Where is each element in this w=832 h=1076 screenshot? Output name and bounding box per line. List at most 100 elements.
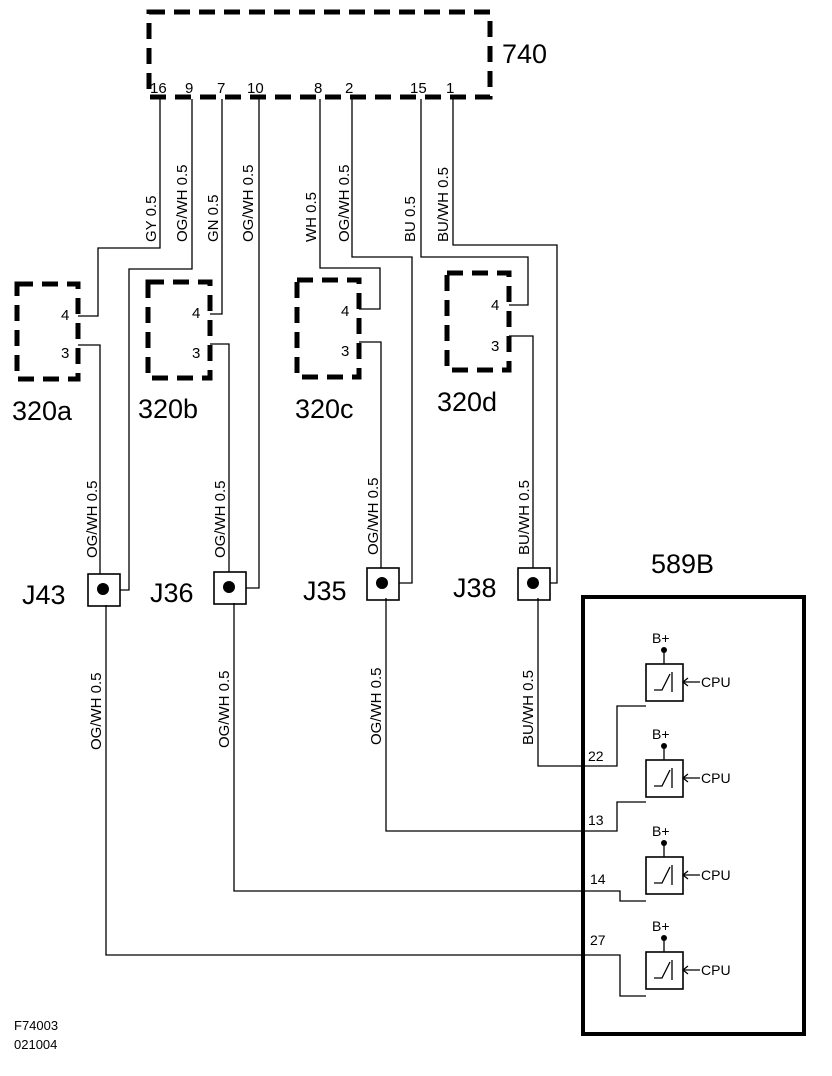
wire-label: GN 0.5 [205, 194, 222, 242]
wire-labels-low: OG/WH 0.5 OG/WH 0.5 OG/WH 0.5 BU/WH 0.5 [88, 667, 537, 750]
sensor-pin: 3 [192, 345, 200, 362]
module-pin: 8 [314, 80, 322, 97]
supply-label: B+ [652, 630, 670, 646]
sensor-box [14, 281, 81, 382]
wire [452, 99, 558, 584]
cpu-label: CPU [701, 674, 731, 690]
figure-date-code: 021004 [14, 1037, 57, 1052]
cpu-label: CPU [701, 962, 731, 978]
wire-labels-top: GY 0.5 OG/WH 0.5 GN 0.5 OG/WH 0.5 WH 0.5… [143, 164, 452, 242]
wire [509, 335, 534, 582]
sensor-pin: 3 [341, 343, 349, 360]
wire-label: OG/WH 0.5 [174, 164, 191, 242]
wire-label: OG/WH 0.5 [368, 667, 385, 745]
control-module-label: 740 [502, 39, 547, 69]
sensor-pin: 3 [61, 345, 69, 362]
wire [210, 343, 230, 586]
junction-label: J36 [150, 578, 194, 608]
ecu-box [581, 595, 806, 1036]
transistor-switch: B+ CPU [645, 918, 731, 990]
sensor-box [145, 279, 213, 381]
junction-label: J43 [22, 580, 66, 610]
sensor-pin: 4 [491, 297, 499, 314]
wire-label: WH 0.5 [303, 192, 320, 242]
wire [420, 99, 529, 306]
ecu-pin: 27 [590, 932, 606, 948]
wire [78, 99, 161, 317]
wire [110, 99, 193, 591]
sensor-label: 320b [138, 394, 198, 424]
junction-J35: J35 [303, 567, 400, 606]
ecu-pin: 22 [588, 748, 604, 764]
ecu-pin: 13 [588, 812, 604, 828]
ecu-589B: 589B 22 13 14 27 B+ CPU B+ CPU [581, 549, 806, 1036]
wire [537, 598, 646, 767]
sensor-320c: 4 3 320c [294, 277, 362, 424]
wire [359, 341, 382, 582]
wire-label: OG/WH 0.5 [216, 670, 233, 748]
transistor-switch: B+ CPU [645, 726, 731, 798]
splice-dot [376, 577, 388, 589]
wire-label: GY 0.5 [143, 196, 160, 242]
wire [210, 99, 223, 315]
wire [385, 598, 646, 832]
control-module-740-box [146, 9, 493, 100]
junction-J38: J38 [453, 567, 551, 603]
junction-box [213, 571, 247, 605]
cpu-label: CPU [701, 770, 731, 786]
wire-labels-mid: OG/WH 0.5 OG/WH 0.5 OG/WH 0.5 BU/WH 0.5 [84, 477, 533, 558]
wire-label: OG/WH 0.5 [365, 477, 382, 555]
supply-label: B+ [652, 918, 670, 934]
module-pin: 1 [446, 80, 454, 97]
junction-box [87, 573, 121, 607]
module-pin: 9 [185, 80, 193, 97]
transistor-switch: B+ CPU [645, 823, 731, 895]
cpu-label: CPU [701, 867, 731, 883]
sensor-pin: 4 [61, 307, 69, 324]
wire-label: BU/WH 0.5 [520, 670, 537, 745]
figure-code: F74003 [14, 1018, 58, 1033]
wire-label: OG/WH 0.5 [84, 480, 101, 558]
wire-label: OG/WH 0.5 [212, 480, 229, 558]
wire-label: BU/WH 0.5 [516, 480, 533, 555]
sensor-pin: 4 [341, 303, 349, 320]
sensor-pin: 4 [192, 305, 200, 322]
module-pin: 15 [410, 80, 427, 97]
wire [319, 99, 381, 310]
wire [351, 99, 413, 584]
sensor-label: 320d [437, 387, 497, 417]
junction-J36: J36 [150, 571, 247, 608]
supply-label: B+ [652, 726, 670, 742]
sensor-320a: 4 3 320a [12, 281, 81, 426]
splice-dot [223, 581, 235, 593]
wire-label: OG/WH 0.5 [88, 672, 105, 750]
sensor-box [444, 270, 512, 373]
sensor-320b: 4 3 320b [138, 279, 213, 424]
splice-dot [527, 577, 539, 589]
ecu-pin: 14 [590, 871, 606, 887]
control-module-pins: 16 9 7 10 8 2 15 1 [150, 80, 454, 97]
sensor-pin: 3 [491, 338, 499, 355]
sensor-label: 320a [12, 396, 73, 426]
module-pin: 16 [150, 80, 167, 97]
sensor-320d: 4 3 320d [437, 270, 512, 417]
wire-label: BU 0.5 [402, 196, 419, 242]
wire [78, 344, 101, 589]
wires-low [105, 598, 646, 997]
module-pin: 10 [247, 80, 264, 97]
wire-label: BU/WH 0.5 [435, 167, 452, 242]
wire-label: OG/WH 0.5 [240, 164, 257, 242]
junction-label: J38 [453, 573, 497, 603]
sensor-label: 320c [295, 394, 354, 424]
wire [233, 603, 646, 902]
junction-label: J35 [303, 576, 347, 606]
ecu-label: 589B [651, 549, 714, 579]
junction-J43: J43 [22, 573, 121, 610]
module-pin: 2 [345, 80, 353, 97]
supply-label: B+ [652, 823, 670, 839]
sensor-box [294, 277, 362, 380]
wire-label: OG/WH 0.5 [336, 164, 353, 242]
transistor-switch: B+ CPU [645, 630, 731, 702]
wire [105, 605, 646, 997]
